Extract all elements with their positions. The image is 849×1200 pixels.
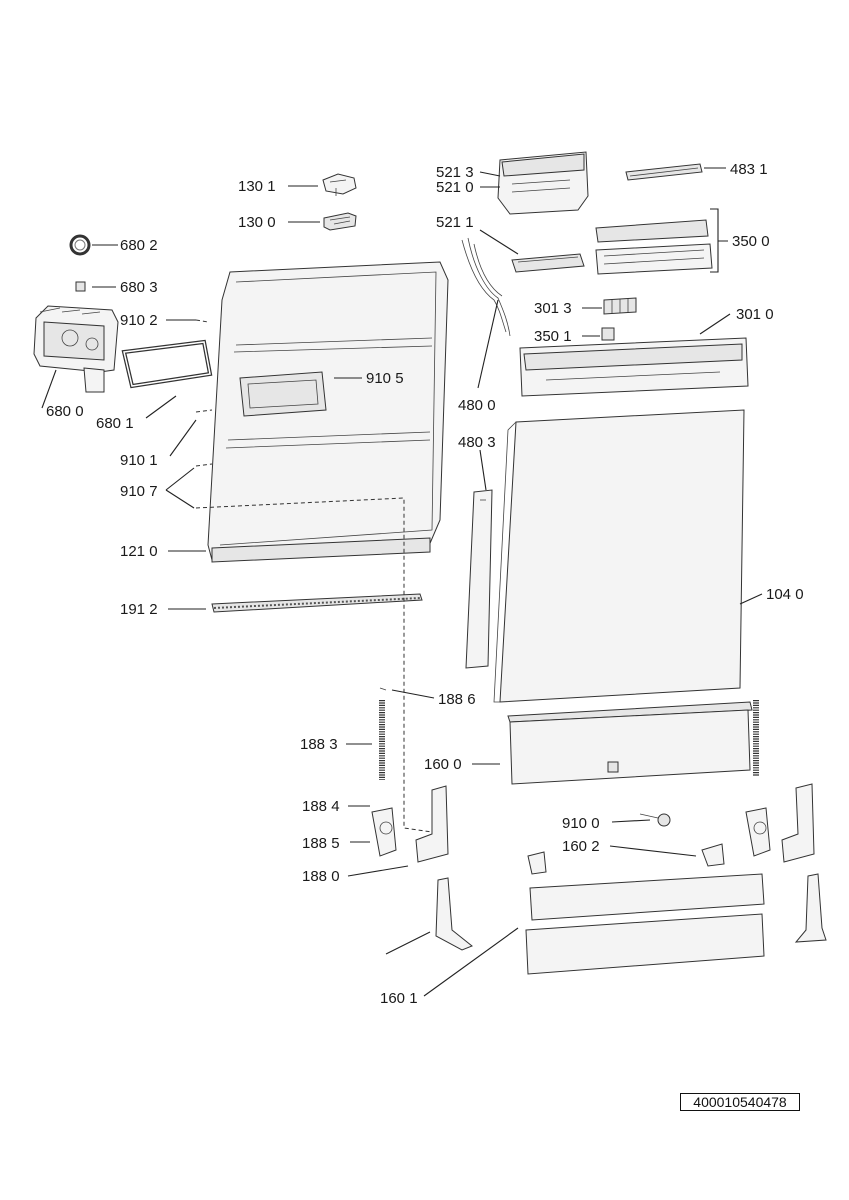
label-350-1: 350 1 (534, 328, 572, 345)
label-160-2: 160 2 (562, 838, 600, 855)
label-680-1: 680 1 (96, 415, 134, 432)
label-483-1: 483 1 (730, 161, 768, 178)
part-160-0-base-bracket (507, 701, 753, 785)
label-301-3: 301 3 (534, 300, 572, 317)
label-191-2: 191 2 (120, 601, 158, 618)
part-680-3 (75, 281, 86, 292)
label-910-5: 910 5 (366, 370, 404, 387)
part-301-0-fascia (519, 337, 749, 397)
label-910-2: 910 2 (120, 312, 158, 329)
part-480-0-wires (461, 237, 511, 337)
part-301-3-buttons (603, 297, 637, 315)
part-680-2-ring (69, 234, 91, 256)
label-521-3: 521 3 (436, 164, 474, 181)
label-188-0: 188 0 (302, 868, 340, 885)
label-910-1: 910 1 (120, 452, 158, 469)
part-121-0-inner-door (207, 261, 449, 563)
label-350-0: 350 0 (732, 233, 770, 250)
part-leg-bracket-right (794, 873, 827, 943)
part-521-control-module (497, 151, 589, 215)
part-188-hinge-right (745, 783, 815, 863)
label-480-0: 480 0 (458, 397, 496, 414)
label-910-7: 910 7 (120, 483, 158, 500)
label-910-0: 910 0 (562, 815, 600, 832)
label-121-0: 121 0 (120, 543, 158, 560)
part-130-1-clip (322, 173, 357, 196)
part-leg-bracket-left (435, 877, 473, 951)
document-id: 400010540478 (680, 1093, 800, 1111)
label-521-1: 521 1 (436, 214, 474, 231)
part-480-3-duct (465, 489, 493, 669)
dashed-guides (195, 319, 433, 833)
label-104-0: 104 0 (766, 586, 804, 603)
label-188-6: 188 6 (438, 691, 476, 708)
label-160-0: 160 0 (424, 756, 462, 773)
label-188-3: 188 3 (300, 736, 338, 753)
label-680-3: 680 3 (120, 279, 158, 296)
part-350-0-boards (595, 219, 713, 275)
part-680-1-gasket (121, 339, 213, 389)
part-910-0-clip (639, 813, 671, 827)
label-130-0: 130 0 (238, 214, 276, 231)
label-188-5: 188 5 (302, 835, 340, 852)
label-521-0: 521 0 (436, 179, 474, 196)
label-188-4: 188 4 (302, 798, 340, 815)
label-480-3: 480 3 (458, 434, 496, 451)
part-104-0-outer-door (493, 409, 745, 703)
part-160-1-kickplates (525, 873, 765, 975)
leader-lines (41, 167, 763, 997)
part-160-2-brackets (527, 843, 725, 875)
part-680-0-dispenser (33, 305, 119, 393)
part-191-2-strip (211, 593, 423, 613)
label-130-1: 130 1 (238, 178, 276, 195)
part-521-1-board (511, 253, 585, 273)
label-301-0: 301 0 (736, 306, 774, 323)
part-188-3-spring-left (379, 687, 387, 780)
part-350-1 (601, 327, 615, 341)
label-680-2: 680 2 (120, 237, 158, 254)
part-483-1-cable (625, 163, 703, 181)
label-160-1: 160 1 (380, 990, 418, 1007)
part-130-0-bracket (323, 212, 357, 231)
label-680-0: 680 0 (46, 403, 84, 420)
part-188-hinge-left (371, 785, 449, 863)
part-labels: 130 1 130 0 680 2 680 3 910 2 680 0 680 … (46, 161, 804, 1007)
